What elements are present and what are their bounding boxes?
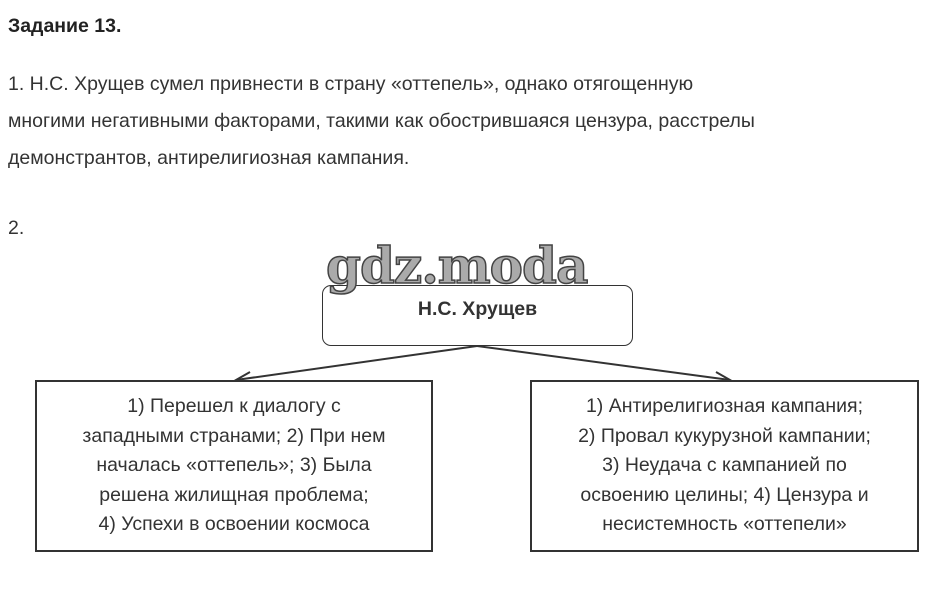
line: 2) Провал кукурузной кампании; bbox=[578, 424, 871, 447]
line: решена жилищная проблема; bbox=[99, 483, 369, 506]
answer-paragraph-1: 1. Н.С. Хрущев сумел привнести в страну … bbox=[8, 66, 755, 177]
line: многими негативными факторами, такими ка… bbox=[8, 110, 755, 132]
line: освоению целины; 4) Цензура и bbox=[580, 483, 869, 506]
watermark-logo: gdz.moda bbox=[325, 235, 589, 296]
line: 1. Н.С. Хрущев сумел привнести в страну … bbox=[8, 73, 694, 95]
line: западными странами; 2) При нем bbox=[82, 424, 386, 447]
arrow-right bbox=[476, 345, 731, 381]
positive-node: 1) Перешел к диалогу с западными странам… bbox=[35, 380, 433, 552]
root-label: Н.С. Хрущев bbox=[417, 297, 538, 320]
line: началась «оттепель»; 3) Была bbox=[96, 454, 372, 477]
line: 4) Успехи в освоении космоса bbox=[98, 513, 370, 536]
line: демонстрантов, антирелигиозная кампания. bbox=[8, 147, 410, 169]
line: 1) Перешел к диалогу с bbox=[127, 395, 341, 418]
task-title: Задание 13. bbox=[8, 15, 122, 37]
negative-node: 1) Антирелигиозная кампания; 2) Провал к… bbox=[530, 380, 919, 552]
root-node: Н.С. Хрущев bbox=[322, 285, 633, 346]
line: 3) Неудача с кампанией по bbox=[602, 454, 847, 477]
line: 1) Антирелигиозная кампания; bbox=[585, 395, 864, 418]
answer-paragraph-2: 2. bbox=[8, 217, 25, 239]
arrow-left bbox=[235, 345, 478, 381]
line: несистемность «оттепели» bbox=[602, 513, 847, 536]
